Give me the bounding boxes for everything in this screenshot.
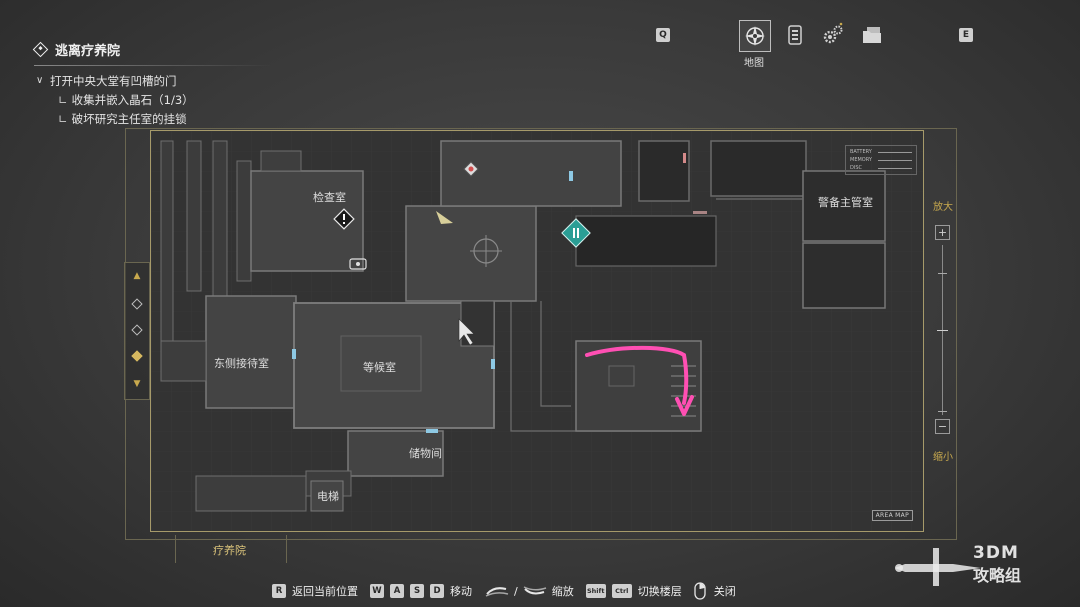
cursor-pointer	[458, 318, 475, 346]
room-security-chief	[802, 170, 886, 242]
zoom-separator: /	[514, 584, 518, 598]
room-central-hall	[405, 205, 537, 302]
tab-gears[interactable]	[818, 20, 848, 50]
watermark-group: 攻略组	[973, 566, 1022, 585]
floor-button-1[interactable]	[125, 293, 149, 315]
compass-icon	[745, 26, 765, 46]
room-east-reception	[205, 295, 297, 409]
area-map-tag: AREA MAP	[871, 510, 913, 521]
gears-icon	[823, 22, 843, 44]
item-marker	[463, 161, 479, 177]
move-label: 移动	[450, 585, 472, 598]
room-label-waiting: 等候室	[363, 361, 396, 374]
key-s[interactable]: S	[410, 584, 424, 598]
lock-marker	[349, 258, 367, 270]
watermark: 3DM 攻略组	[893, 540, 1073, 598]
room-storage	[347, 430, 444, 477]
area-map[interactable]: 检查室 警备主管室 东侧接待室 等候室 储物间 电梯 BATTERY MEMOR…	[150, 130, 924, 532]
room-label-storage: 储物间	[409, 447, 442, 460]
map-layout	[151, 131, 923, 531]
objective-title: 逃离疗养院	[32, 40, 332, 59]
room-label-elevator: 电梯	[317, 490, 339, 503]
region-tab[interactable]: 疗养院	[175, 535, 287, 563]
objective-main: ∨ 打开中央大堂有凹槽的门	[36, 73, 177, 88]
zoom-slider-thumb[interactable]	[937, 330, 948, 331]
folder-icon	[863, 27, 881, 43]
watermark-brand: 3DM	[973, 543, 1019, 563]
next-tab-key[interactable]: E	[959, 28, 973, 42]
menu-tabs: Q 地图 E	[650, 18, 980, 78]
zoom-control: 放大 + − 缩小	[930, 193, 956, 465]
key-shift[interactable]: Shift	[585, 584, 606, 598]
key-a[interactable]: A	[390, 584, 404, 598]
tree-hook-icon: ∟	[58, 111, 68, 126]
zoom-in-label: 放大	[933, 202, 953, 213]
device-stats: BATTERY MEMORY DISC	[845, 145, 917, 175]
region-label: 疗养院	[213, 544, 246, 557]
tab-map[interactable]	[739, 20, 771, 52]
objective-sub-1: ∟ 收集并嵌入晶石（1/3）	[58, 92, 194, 107]
floor-selector: ▲ ▼	[124, 262, 150, 400]
objective-sub-2: ∟ 破坏研究主任室的挂锁	[58, 111, 187, 126]
prev-tab-key[interactable]: Q	[656, 28, 670, 42]
floor-switch-label: 切换楼层	[637, 585, 682, 598]
room-exam	[250, 170, 364, 272]
scroll-up-icon	[485, 587, 509, 597]
tab-files[interactable]	[780, 20, 810, 50]
chevron-down-icon: ∨	[36, 75, 44, 86]
control-hints: R 返回当前位置 W A S D 移动 / 缩放 Shift Ctrl 切换楼层…	[272, 580, 736, 602]
key-w[interactable]: W	[370, 584, 384, 598]
floor-up-button[interactable]: ▲	[133, 271, 141, 281]
route-arrow	[585, 345, 689, 405]
room-label-exam: 检查室	[313, 191, 346, 204]
zoom-in-button[interactable]: +	[935, 225, 950, 240]
floor-button-current[interactable]	[125, 345, 149, 367]
player-position-marker	[436, 211, 453, 224]
key-r[interactable]: R	[272, 584, 286, 598]
tab-map-label: 地图	[744, 58, 764, 69]
zoom-out-button[interactable]: −	[935, 419, 950, 434]
scroll-down-icon	[523, 586, 546, 595]
room-label-security: 警备主管室	[818, 196, 873, 209]
floor-button-2[interactable]	[125, 319, 149, 341]
room-elevator	[310, 480, 344, 512]
save-room-marker	[561, 218, 591, 248]
close-label: 关闭	[713, 585, 736, 598]
return-label: 返回当前位置	[292, 585, 358, 598]
mouse-right-click-icon	[694, 582, 706, 600]
doors	[292, 171, 573, 433]
key-d[interactable]: D	[430, 584, 444, 598]
zoom-label: 缩放	[551, 585, 574, 598]
tree-hook-icon: ∟	[58, 92, 68, 107]
floor-down-button[interactable]: ▼	[133, 379, 141, 389]
objectives-panel: 逃离疗养院 ∨ 打开中央大堂有凹槽的门 ∟ 收集并嵌入晶石（1/3） ∟ 破坏研…	[32, 40, 332, 128]
zoom-out-label: 缩小	[933, 452, 953, 463]
tab-folder[interactable]	[858, 20, 888, 50]
key-ctrl[interactable]: Ctrl	[611, 584, 632, 598]
sword-logo-icon	[895, 548, 981, 586]
objective-divider	[34, 65, 274, 66]
file-icon	[788, 25, 802, 45]
objective-diamond-icon	[32, 41, 49, 58]
room-label-east-reception: 东侧接待室	[214, 357, 269, 370]
alert-marker	[333, 208, 355, 230]
